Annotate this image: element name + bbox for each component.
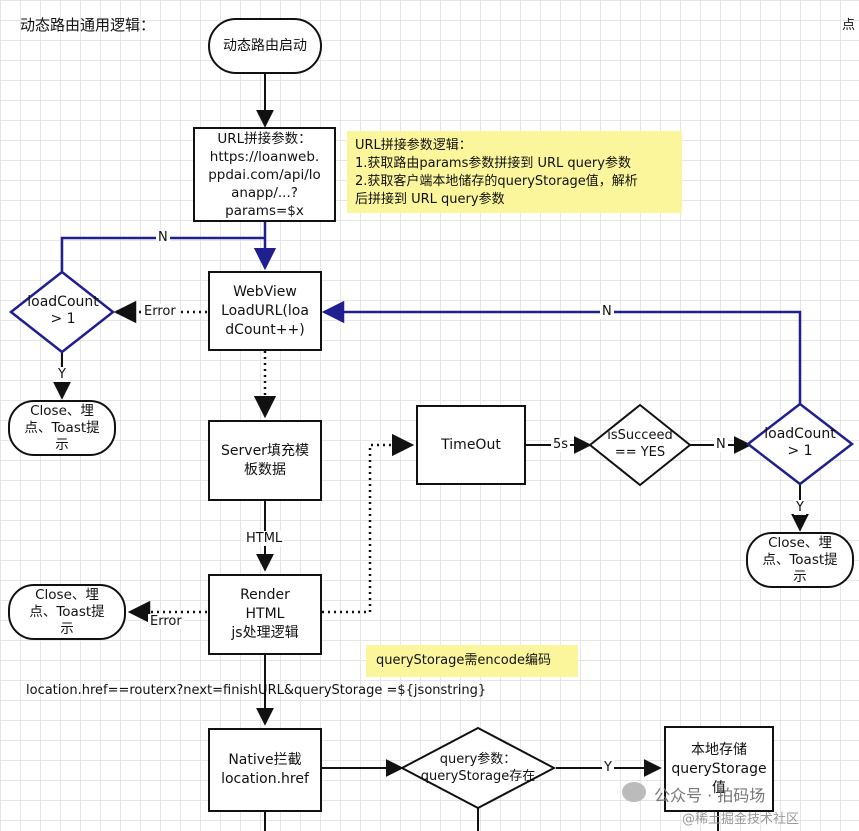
timeout-node: TimeOut	[416, 405, 526, 485]
watermark-sub: @稀土掘金技术社区	[682, 812, 800, 827]
loadcount-left-diamond	[8, 270, 116, 354]
edge-label-y-right: Y	[794, 500, 806, 515]
query-param-diamond	[399, 726, 557, 810]
url-concat-node: URL拼接参数： https://loanweb. ppdai.com/api/…	[193, 127, 336, 222]
corner-text: 点	[841, 18, 855, 33]
close-left-label: Close、埋 点、Toast提 示	[24, 402, 100, 453]
url-concat-label: URL拼接参数： https://loanweb. ppdai.com/api/…	[208, 130, 321, 219]
render-node: Render HTML js处理逻辑	[208, 574, 322, 655]
location-href-text: location.href==routerx?next=finishURL&qu…	[26, 683, 487, 698]
edge-label-error-lower: Error	[148, 614, 184, 629]
webview-load-node: WebView LoadURL(loa dCount++)	[208, 271, 322, 351]
server-fill-node: Server填充模 板数据	[208, 420, 322, 501]
is-succeed-label: isSucceed == YES	[607, 428, 673, 460]
edge-label-y-left: Y	[56, 367, 68, 382]
native-intercept-node: Native拦截 location.href	[208, 728, 322, 812]
close-right-node: Close、埋 点、Toast提 示	[746, 532, 854, 588]
webview-load-label: WebView LoadURL(loa dCount++)	[221, 283, 309, 338]
edge-render-to-timeout	[322, 433, 415, 614]
close-lower-left-label: Close、埋 点、Toast提 示	[29, 586, 105, 637]
is-succeed-diamond	[588, 403, 692, 487]
edge-label-y-bottom: Y	[602, 760, 614, 775]
edge-right-n-loop	[321, 300, 802, 404]
edge-label-n-top: N	[156, 230, 170, 245]
close-lower-left-node: Close、埋 点、Toast提 示	[8, 584, 126, 640]
encode-note: queryStorage需encode编码	[366, 645, 578, 677]
edge-label-n-mid: N	[714, 437, 728, 452]
start-node-label: 动态路由启动	[223, 37, 307, 54]
edge-left-n-loop	[60, 236, 265, 271]
local-store-label: 本地存储 queryStorage值	[671, 741, 767, 796]
encode-note-text: queryStorage需encode编码	[376, 653, 551, 668]
edge-label-html: HTML	[244, 531, 285, 546]
edge-label-5s: 5s	[551, 437, 571, 452]
local-store-node: 本地存储 queryStorage值	[664, 726, 774, 812]
close-right-label: Close、埋 点、Toast提 示	[762, 534, 838, 585]
start-node: 动态路由启动	[208, 18, 322, 74]
query-param-label: query参数： queryStorage存在	[420, 752, 536, 784]
close-left-node: Close、埋 点、Toast提 示	[8, 400, 116, 456]
edge-label-error-left: Error	[142, 304, 178, 319]
page-title: 动态路由通用逻辑：	[20, 16, 156, 34]
loadcount-right-diamond	[745, 402, 855, 486]
loadcount-right-label: loadCount > 1	[764, 426, 836, 459]
server-fill-label: Server填充模 板数据	[221, 442, 309, 478]
watermark-chat-icon	[622, 782, 646, 802]
native-intercept-label: Native拦截 location.href	[221, 752, 309, 787]
edge-label-n-right: N	[600, 304, 614, 319]
render-label: Render HTML js处理逻辑	[231, 587, 299, 641]
url-logic-note-text: URL拼接参数逻辑： 1.获取路由params参数拼接到 URL query参数…	[355, 138, 638, 207]
url-logic-note: URL拼接参数逻辑： 1.获取路由params参数拼接到 URL query参数…	[347, 131, 682, 213]
timeout-label: TimeOut	[441, 436, 501, 453]
loadcount-left-label: loadCount > 1	[27, 294, 99, 327]
watermark-main: 公众号 · 拍码场	[654, 786, 766, 805]
